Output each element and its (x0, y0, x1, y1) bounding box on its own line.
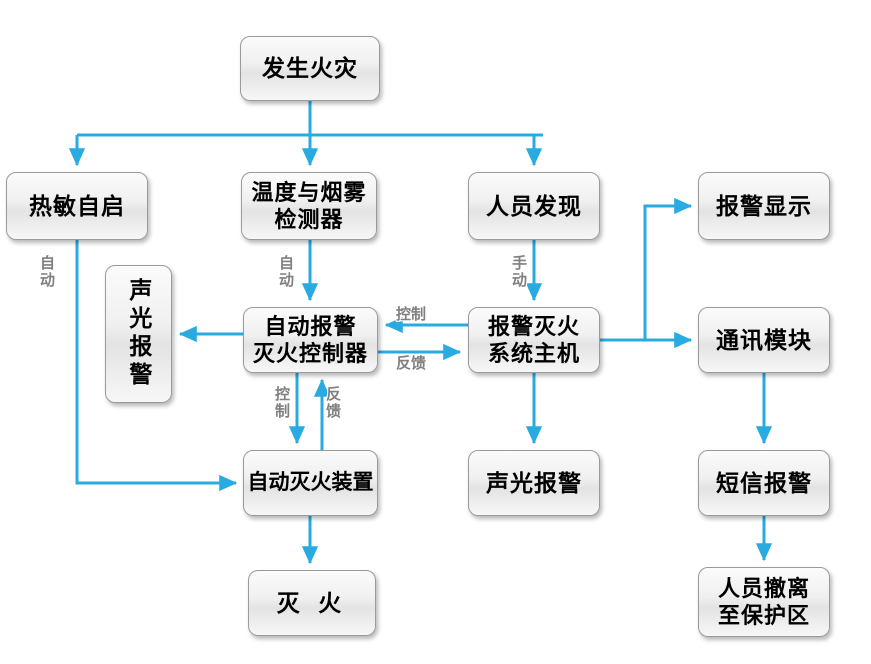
node-personnel-discovery[interactable]: 人员发现 (468, 172, 600, 240)
edge-label-manual-personnel: 手动 (510, 255, 527, 289)
node-audible-visual-alarm-left[interactable]: 声光报警 (105, 265, 172, 403)
node-auto-alarm-extinguish-controller-label: 自动报警 灭火控制器 (252, 313, 368, 367)
node-temperature-smoke-detector[interactable]: 温度与烟雾 检测器 (241, 172, 377, 240)
node-extinguish[interactable]: 灭 火 (248, 570, 376, 636)
node-audible-visual-alarm-label: 声光报警 (486, 469, 582, 496)
edge-host-display (643, 197, 693, 340)
node-sms-alarm[interactable]: 短信报警 (698, 450, 830, 516)
node-auto-extinguishing-device[interactable]: 自动灭火装置 (243, 450, 378, 516)
node-audible-visual-alarm-left-label: 声光报警 (125, 278, 152, 390)
edge-label-auto-thermal: 自动 (38, 255, 55, 289)
edge-label-feedback-controller-to-host: 反馈 (396, 355, 427, 372)
edge-label-feedback-suppressor-to-controller: 反馈 (324, 386, 341, 420)
node-communication-module-label: 通讯模块 (716, 326, 812, 353)
node-temperature-smoke-detector-label: 温度与烟雾 检测器 (251, 179, 367, 233)
node-evacuate-to-protected-area-label: 人员撤离 至保护区 (717, 575, 810, 629)
node-evacuate-to-protected-area[interactable]: 人员撤离 至保护区 (698, 567, 830, 637)
node-alarm-extinguish-system-host-label: 报警灭火 系统主机 (487, 313, 580, 367)
edge-label-control-controller-to-suppressor: 控制 (273, 386, 290, 420)
node-personnel-discovery-label: 人员发现 (486, 192, 582, 219)
node-alarm-display[interactable]: 报警显示 (698, 172, 830, 240)
node-auto-extinguishing-device-label: 自动灭火装置 (247, 470, 374, 494)
node-alarm-display-label: 报警显示 (716, 192, 812, 219)
edge-label-control-host-to-controller: 控制 (396, 306, 427, 323)
node-alarm-extinguish-system-host[interactable]: 报警灭火 系统主机 (468, 307, 600, 373)
node-thermal-auto-start[interactable]: 热敏自启 (6, 172, 148, 240)
edge-label-auto-detector: 自动 (277, 255, 294, 289)
node-communication-module[interactable]: 通讯模块 (698, 307, 830, 373)
node-auto-alarm-extinguish-controller[interactable]: 自动报警 灭火控制器 (243, 307, 378, 373)
node-fire[interactable]: 发生火灾 (240, 36, 380, 101)
node-thermal-auto-start-label: 热敏自启 (29, 192, 125, 219)
node-fire-label: 发生火灾 (262, 55, 358, 82)
node-extinguish-label: 灭 火 (276, 589, 348, 616)
node-sms-alarm-label: 短信报警 (716, 469, 812, 496)
node-audible-visual-alarm[interactable]: 声光报警 (468, 450, 600, 516)
